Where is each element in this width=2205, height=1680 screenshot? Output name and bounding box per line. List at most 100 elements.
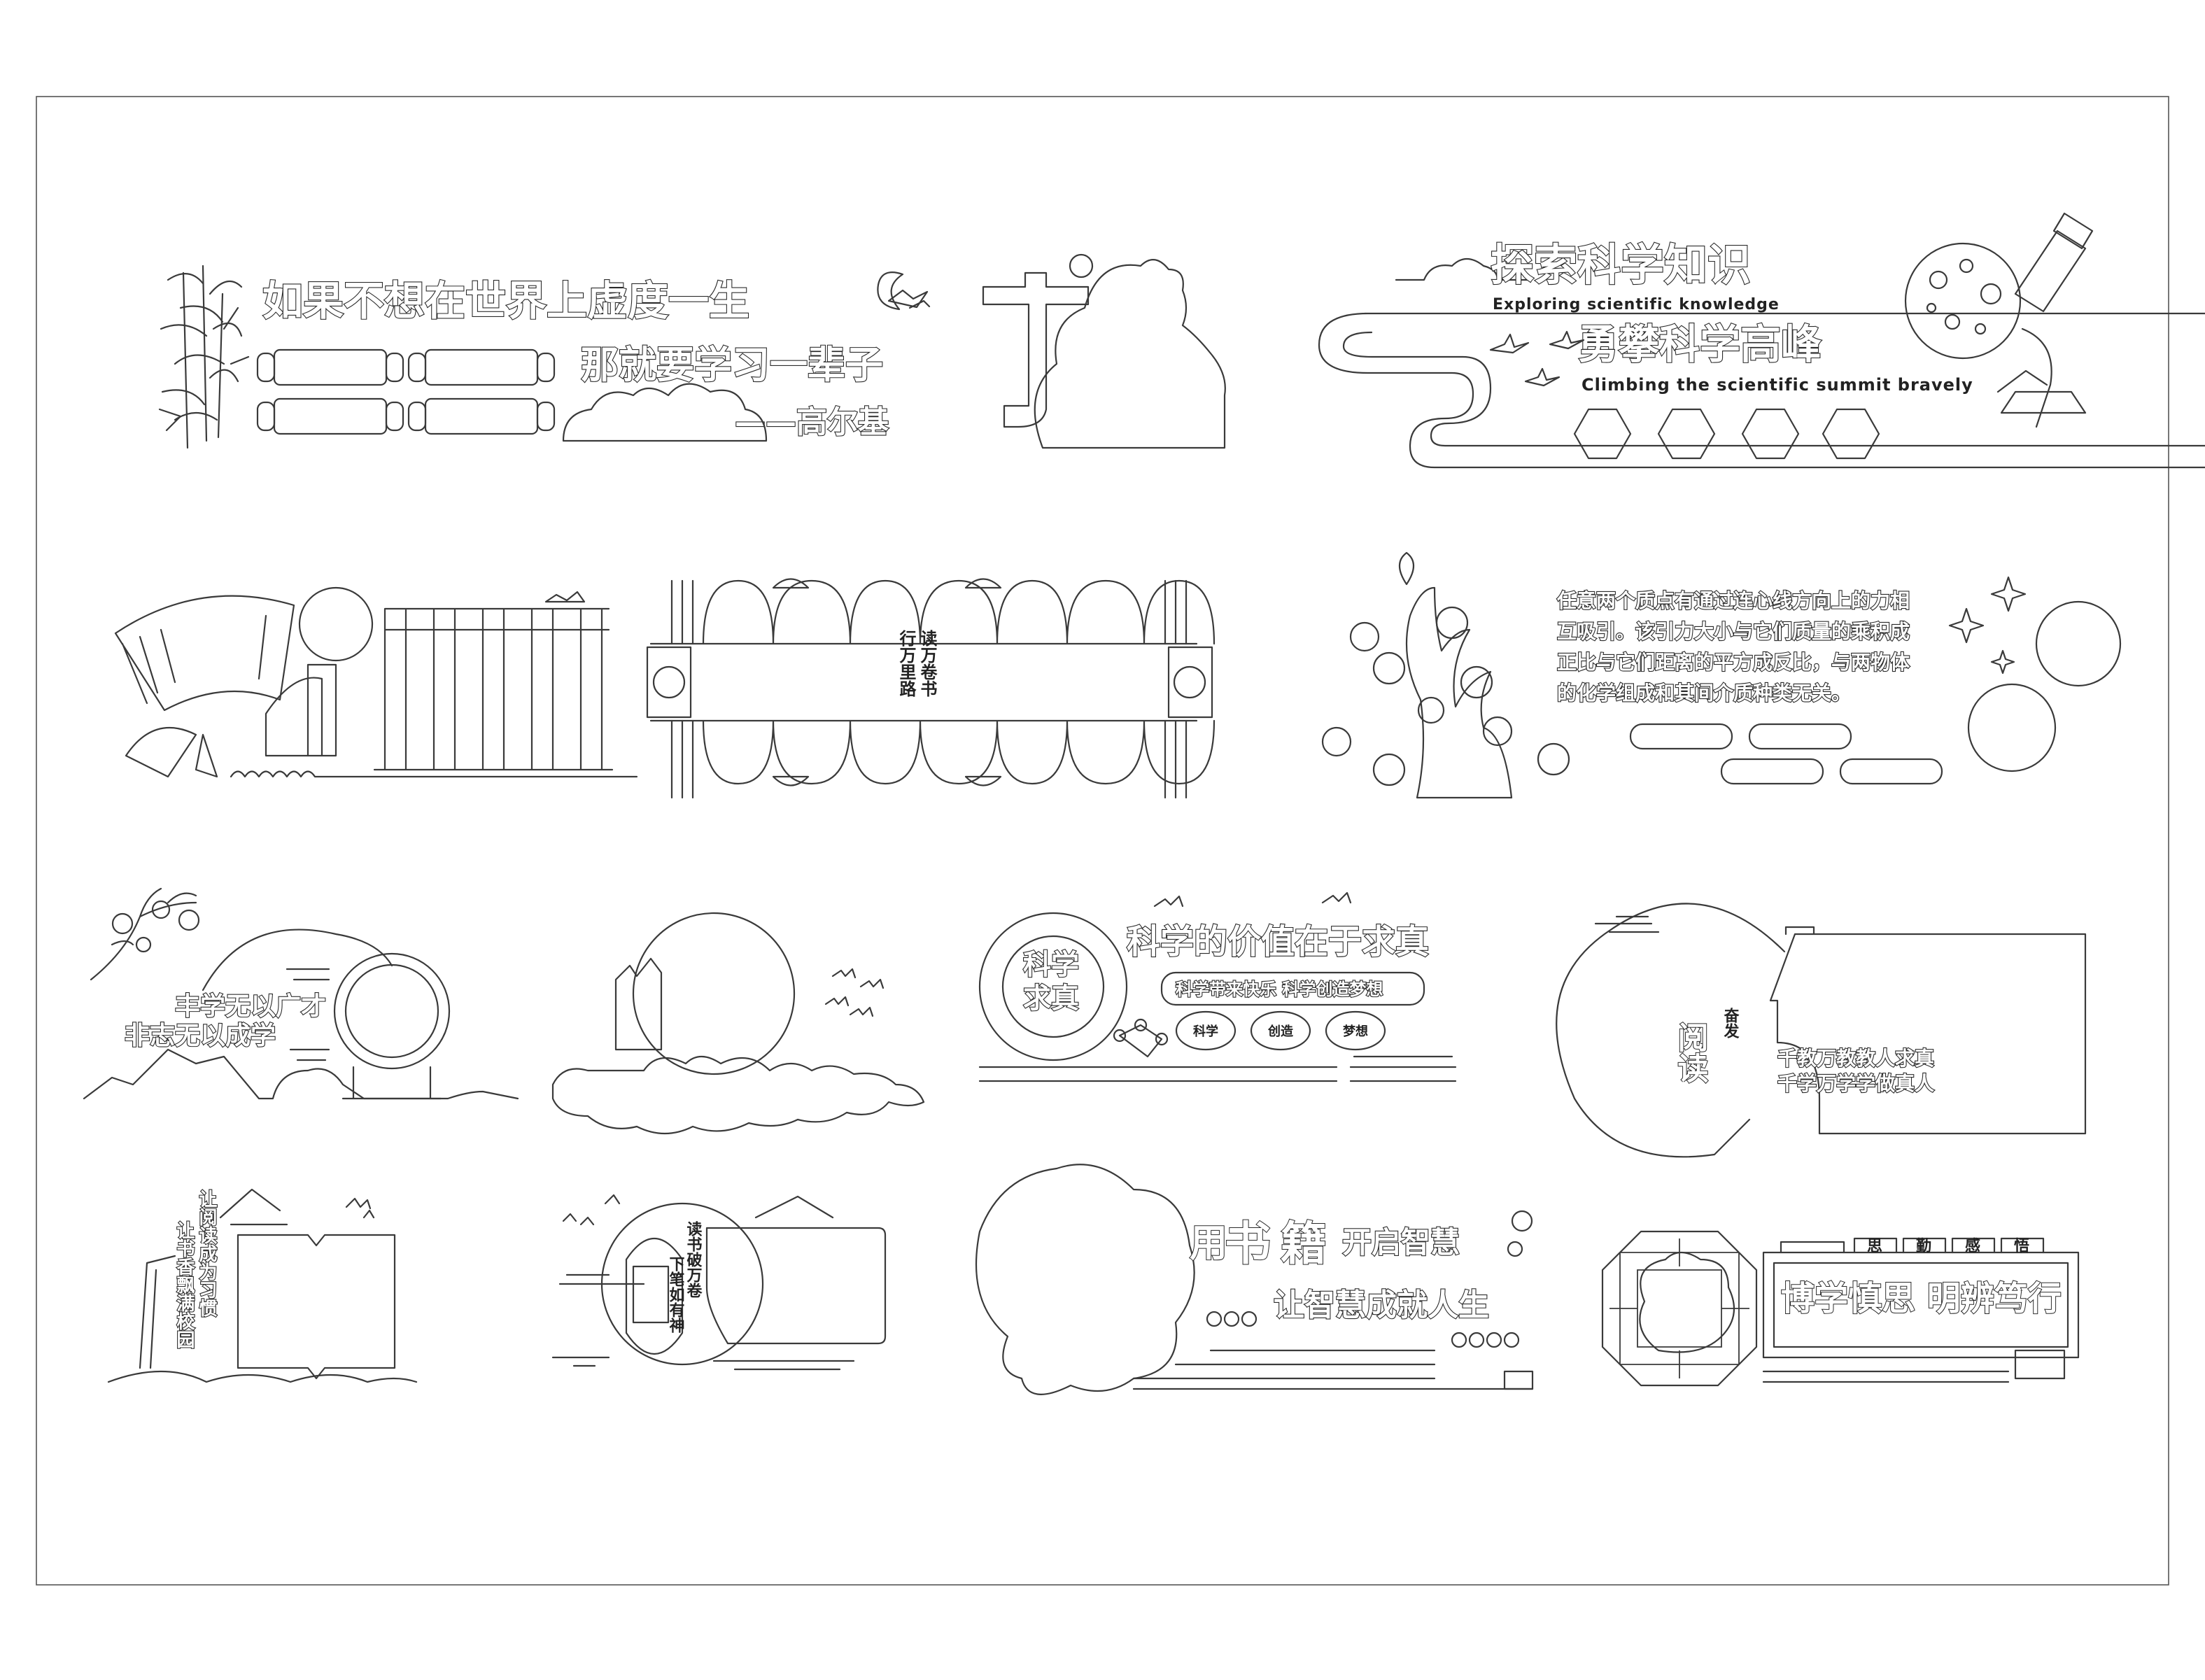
round-frame	[333, 952, 451, 1070]
panel-lifelong-learning: 如果不想在世界上虚度一生 那就要学习一辈子 ——高尔基	[158, 253, 1226, 449]
plum-branch	[90, 887, 197, 981]
body-line-1: 任意两个质点有通过连心线方向上的力相	[1556, 589, 1910, 612]
hexagon-badges	[1573, 408, 1880, 460]
pillar-stand	[341, 1066, 442, 1100]
sparkle-icons	[1948, 576, 2027, 675]
moon-disc	[298, 586, 374, 662]
vertical-line-1: 读书破万卷	[684, 1221, 703, 1298]
panel-outline	[1556, 903, 2087, 1158]
base-block	[1503, 1370, 1534, 1390]
subtitle-ribbon	[1160, 971, 1425, 1006]
tag-label: 感	[1965, 1237, 1980, 1255]
tag-label: 勤	[1916, 1237, 1931, 1255]
subtitle-cn: 勇攀科学高峰	[1578, 320, 1822, 368]
flower-ornament	[1173, 665, 1206, 699]
panel-reading-truth: 阅读 奋发 千教万教教人求真 千学万学学做真人	[1556, 903, 2087, 1158]
vertical-line-2: 让书香飘满校园	[174, 1221, 195, 1348]
tag-pills-row	[1780, 1237, 2045, 1254]
quote-line-2: 那就要学习一辈子	[581, 343, 883, 387]
cloud-wisps	[551, 1273, 645, 1367]
tag-ellipse	[1325, 1010, 1386, 1051]
arc-ribbon	[202, 929, 393, 991]
hill-base	[107, 1370, 418, 1383]
folding-fan-icon	[114, 595, 295, 712]
book-stack	[265, 663, 337, 757]
bird-icons	[562, 1194, 621, 1226]
lattice-cloud-cutout	[1639, 1251, 1735, 1353]
panel-reading-habit: 让阅读成为习惯 让书香飘满校园	[107, 1188, 418, 1383]
panel-study-aspiration: 丰学无以广才 非志无以成学	[83, 887, 519, 1100]
body-line-3: 正比与它们距离的平方成反比，与两物体	[1557, 651, 1910, 674]
tag-ellipse	[1175, 1010, 1237, 1051]
side-card	[705, 1227, 887, 1345]
big-glyphs: 阅读	[1672, 1022, 1708, 1083]
bamboo-icon	[158, 264, 250, 449]
reading-figure-silhouette	[1034, 259, 1226, 449]
body-line-2: 互吸引。该引力大小与它们质量的乘积成	[1557, 620, 1910, 643]
base-strip	[1762, 1349, 2066, 1383]
tag-label: 创造	[1267, 1024, 1293, 1039]
mountain-base	[83, 1048, 519, 1100]
side-panel-right	[1167, 646, 1213, 719]
badge-text-bottom: 求真	[1023, 982, 1079, 1015]
vertical-line-2: 下笔如有神	[667, 1256, 685, 1333]
panel-gravitation: 任意两个质点有通过连心线方向上的力相 互吸引。该引力大小与它们质量的乘积成 正比…	[1321, 551, 2122, 799]
rounded-pills	[1629, 723, 1943, 785]
panel-read-write: 读书破万卷 下笔如有神	[551, 1194, 887, 1371]
line1-book-glyph: 书	[1225, 1216, 1271, 1271]
quote-author: ——高尔基	[735, 404, 889, 440]
panel-read-travel: 读万卷书 行万里路	[646, 578, 1216, 799]
badge-outer-ring	[978, 912, 1128, 1061]
tree-trunk	[1405, 586, 1513, 799]
tag-ellipse	[1250, 1010, 1311, 1051]
motto-line-2: 千学万学学做真人	[1777, 1072, 1934, 1095]
round-frame-inner	[344, 963, 439, 1059]
panel-explore-science: 探索科学知识 Exploring scientific knowledge 勇攀…	[1318, 212, 2205, 469]
molecule-icon	[1118, 1024, 1163, 1058]
roof-outline	[219, 1188, 288, 1226]
mountain-top	[754, 1195, 834, 1219]
line1-prefix: 用	[1190, 1220, 1227, 1265]
panel-frame	[1762, 1251, 2080, 1359]
bird-icons	[1489, 330, 1585, 387]
cloud-wisps	[286, 968, 330, 1061]
microscope-icon	[1904, 212, 2094, 428]
bird-icon	[887, 289, 931, 309]
vertical-line-1: 读万卷书	[917, 630, 937, 697]
scroll-plaques	[256, 348, 556, 435]
quote-line-1: 如果不想在世界上虚度一生	[262, 277, 749, 325]
book-glyph-sculpture	[982, 271, 1090, 428]
badge-text-top: 科学	[1023, 949, 1079, 981]
grass-base	[230, 770, 638, 778]
bird-flock-icon	[824, 968, 885, 1017]
base-lines	[978, 1055, 1457, 1082]
bookshelf-fence	[373, 607, 614, 771]
eaves-silhouette	[614, 957, 663, 1051]
base-lines	[712, 1360, 855, 1371]
card-slot	[632, 1265, 670, 1324]
title-en: Exploring scientific knowledge	[1493, 296, 1780, 313]
vertical-line-1: 让阅读成为习惯	[196, 1190, 217, 1318]
panel-subtitle: 科学带来快乐 科学创造梦想	[1176, 980, 1383, 999]
cloud-band	[551, 1055, 925, 1135]
motto-line-1: 千教万教教人求真	[1777, 1047, 1934, 1070]
line2: 让智慧成就人生	[1274, 1287, 1489, 1323]
panel-title: 科学的价值在于求真	[1127, 922, 1429, 961]
tag-label: 科学	[1193, 1024, 1218, 1039]
inner-cutout	[625, 1237, 684, 1355]
drawing-frame	[36, 96, 2169, 1586]
motto: 博学慎思 明辨笃行	[1781, 1279, 2062, 1318]
side-panel-left	[646, 646, 692, 719]
gear-icon	[1967, 600, 2122, 772]
molecule-node	[1134, 1018, 1148, 1032]
octagon-lattice-window	[1601, 1230, 1758, 1387]
fan-ornaments	[772, 578, 1002, 786]
figure-head	[1069, 253, 1094, 278]
bird-pair-icon	[345, 1197, 375, 1219]
apple-icons	[1321, 606, 1570, 786]
cloud-frame	[975, 1164, 1195, 1395]
base-lines	[1132, 1349, 1534, 1390]
panel-moon-clouds	[551, 912, 925, 1135]
moon-disc	[632, 912, 796, 1075]
small-glyphs: 奋发	[1721, 1008, 1740, 1039]
